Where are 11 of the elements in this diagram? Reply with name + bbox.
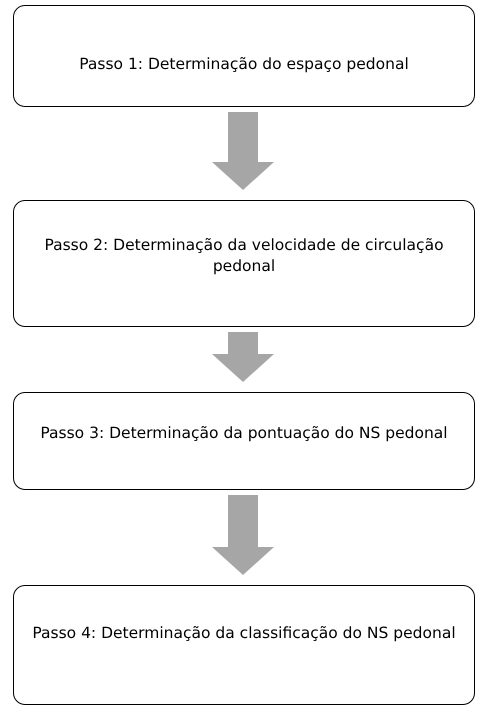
process-box [13,200,475,327]
block-arrow [212,495,274,575]
process-box [13,392,475,490]
process-box [13,585,475,705]
step-text: Passo 3: Determinação da pontuação do NS pedonal [39,422,449,444]
process-box [13,5,475,107]
step-text: Passo 2: Determinação da velocidade de circulação pedonal [43,234,445,276]
block-arrow [212,112,274,190]
block-arrow [212,332,274,382]
step-text: Passo 4: Determinação da classificação do NS pedonal [31,622,457,644]
step-text: Passo 1: Determinação do espaço pedonal [78,54,410,74]
